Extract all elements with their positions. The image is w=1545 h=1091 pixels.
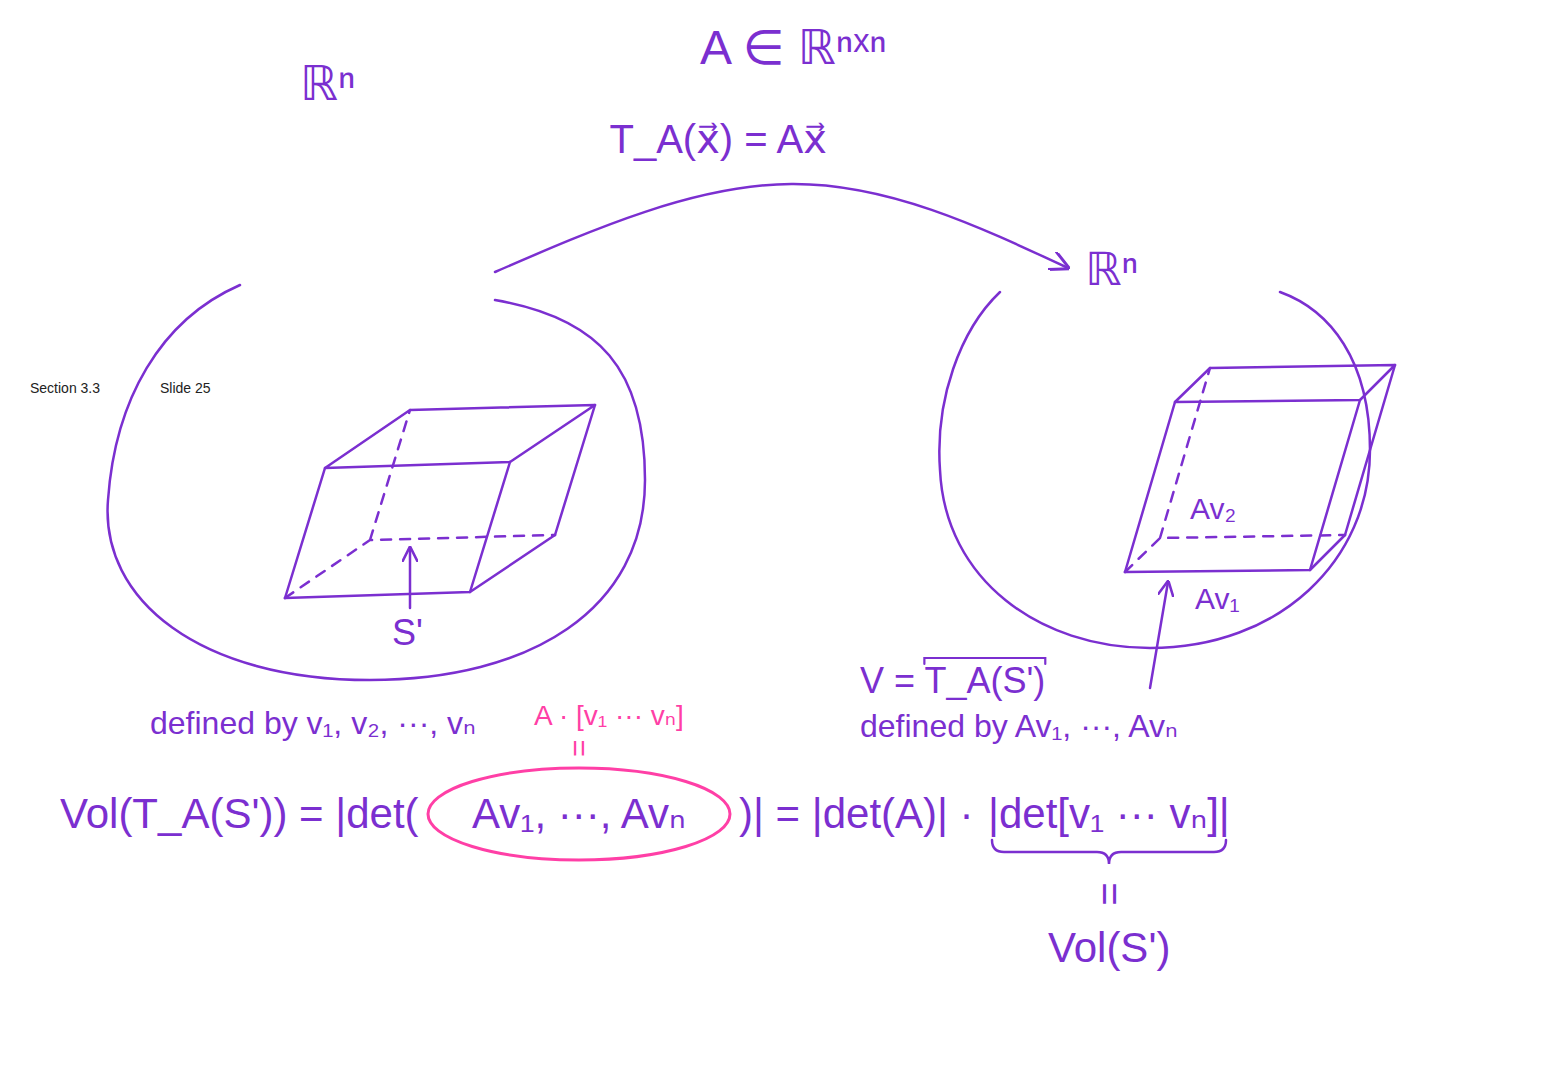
- vector-label: Av₁: [1195, 582, 1240, 617]
- vector-label: Av₂: [1190, 492, 1236, 527]
- image-definition: V = T_A(S'): [860, 660, 1045, 701]
- parallelepiped-edge: [325, 405, 595, 468]
- hidden-edge: [285, 410, 555, 598]
- matrix-product: A · [v₁ ··· vₙ]: [534, 700, 684, 732]
- region-outline: [930, 240, 1410, 655]
- highlight-ellipse: [428, 768, 730, 860]
- region-outline: [108, 285, 645, 680]
- region-outline: [939, 292, 1370, 648]
- equals-sign: =: [1086, 882, 1132, 905]
- volume-label: Vol(S'): [1048, 924, 1170, 972]
- mapping-formula: T_A(x⃗) = Ax⃗: [610, 116, 827, 162]
- parallelepiped-edge: [285, 535, 555, 598]
- domain-description: defined by v₁, v₂, ···, vₙ: [150, 705, 476, 742]
- parallelepiped-edge: [285, 405, 595, 598]
- slide-number: Slide 25: [160, 380, 211, 396]
- pointer-arrow: [1150, 582, 1168, 688]
- highlight-ellipse: Av₁, ···, Avₙ: [425, 765, 733, 863]
- volume-formula: Vol(T_A(S')) = |det(: [60, 790, 419, 838]
- mapping-arrow: [495, 184, 1068, 272]
- volume-formula: )| = |det(A)| ·: [739, 790, 974, 838]
- pointer-arrow: [409, 548, 412, 608]
- parallelepiped-edge: [1125, 365, 1395, 572]
- vector-list: Av₁, ···, Avₙ: [472, 790, 686, 838]
- region-outline: [95, 50, 655, 690]
- space-label: ℝⁿ: [1085, 243, 1138, 296]
- image-description: defined by Av₁, ···, Avₙ: [860, 708, 1178, 745]
- vector-space-region: ℝⁿAv₂ Av₁: [930, 240, 1410, 655]
- underbrace: [992, 840, 1226, 864]
- set-label: S': [392, 612, 423, 653]
- vector-space-region: ℝⁿS': [95, 50, 655, 690]
- volume-formula: |det[v₁ ··· vₙ]|: [988, 790, 1230, 838]
- equals-sign: =: [562, 739, 597, 757]
- section-number: Section 3.3: [30, 380, 100, 396]
- hidden-edge: [1125, 368, 1345, 572]
- title-formula: A ∈ ℝⁿˣⁿ: [700, 20, 887, 75]
- space-label: ℝⁿ: [300, 56, 356, 111]
